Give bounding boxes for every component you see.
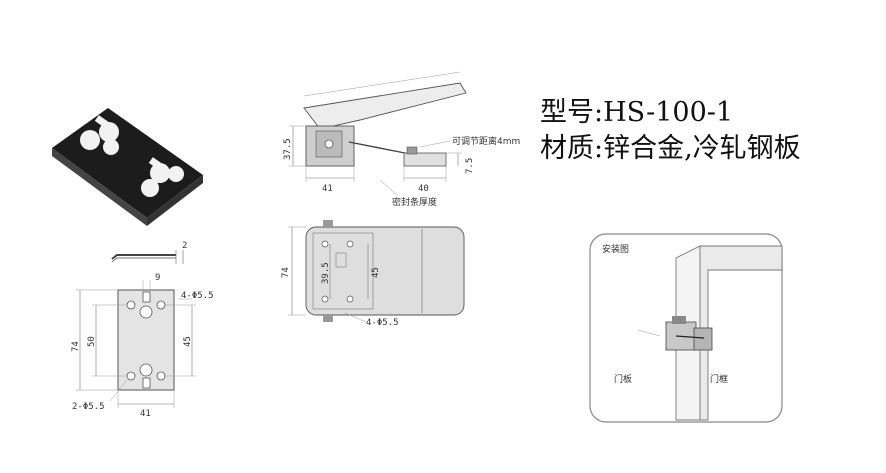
side-left-width-dim: 41 (322, 184, 333, 194)
side-height-dim: 37.5 (283, 138, 293, 160)
front-inner-dim: 50 (87, 336, 97, 347)
side-view: 37.5 41 40 7.5 可调节距离4mm 密封条厚度 (283, 71, 520, 208)
front-holes-bottom-dim: 2-Φ5.5 (72, 402, 105, 412)
thickness-dim: 2 (182, 241, 187, 251)
install-title: 安装图 (602, 243, 629, 255)
thickness-view: 2 (111, 241, 187, 264)
top-view: 74 39.5 45 4-Φ5.5 (281, 220, 465, 328)
top-height-dim: 74 (281, 267, 291, 278)
model-spec: 型号:HS-100-1 (540, 97, 734, 128)
material-spec: 材质:锌合金,冷轧钢板 (540, 133, 801, 164)
top-inner-dim: 39.5 (321, 262, 331, 284)
front-slot-dim: 9 (155, 273, 160, 283)
front-holes-top-dim: 4-Φ5.5 (181, 291, 214, 301)
top-right-dim: 45 (371, 267, 381, 278)
top-holes-dim: 4-Φ5.5 (366, 318, 399, 328)
door-panel-label: 门板 (614, 373, 632, 385)
door-frame-label: 门框 (710, 373, 728, 385)
side-right-width-dim: 40 (418, 184, 429, 194)
side-right-height-dim: 7.5 (465, 158, 475, 174)
front-width-dim: 41 (140, 409, 151, 419)
seal-thickness-note: 密封条厚度 (392, 196, 437, 208)
product-3d-illustration (52, 108, 203, 226)
install-diagram: 安装图 门板 门框 (589, 233, 783, 423)
front-right-dim: 45 (183, 336, 193, 347)
front-view: 9 4-Φ5.5 74 50 45 2-Φ5.5 41 (71, 273, 214, 419)
front-height-dim: 74 (71, 341, 81, 352)
adjust-distance-note: 可调节距离4mm (452, 135, 520, 147)
